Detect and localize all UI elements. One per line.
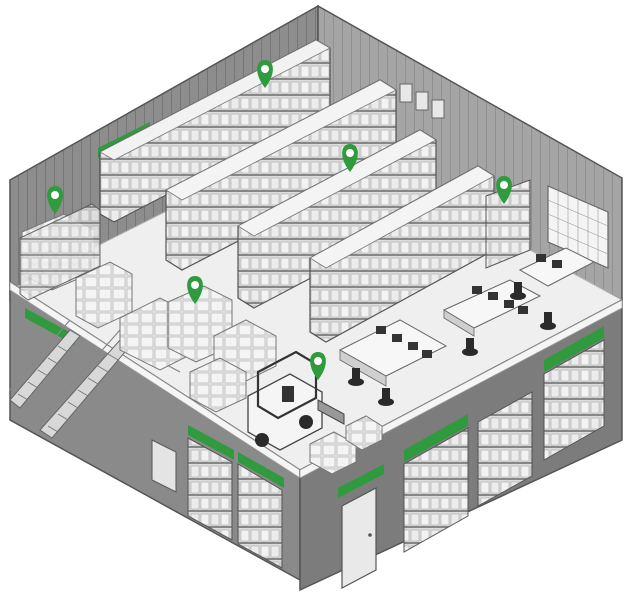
location-pin-icon xyxy=(310,352,326,380)
rack-left-corner xyxy=(19,203,101,301)
green-sign-front-right xyxy=(338,464,384,498)
rack-right-wall xyxy=(485,179,531,269)
staircase xyxy=(9,319,181,439)
office-desks-right xyxy=(442,247,596,356)
green-sign-front-right-2 xyxy=(404,414,468,462)
green-sign-front-right-3 xyxy=(544,326,604,372)
wall-whiteboard xyxy=(547,185,609,269)
rack-row-3 xyxy=(237,129,437,309)
rack-row-4 xyxy=(309,165,495,343)
location-pin-icon xyxy=(187,276,203,304)
pallet-boxes xyxy=(309,415,383,475)
forklift xyxy=(247,350,345,451)
green-sign-front-left xyxy=(25,308,75,345)
location-pin-icon xyxy=(47,186,63,214)
green-sign-front-left-2 xyxy=(188,425,234,460)
location-pin-icon xyxy=(342,144,358,172)
green-sign-front-left-3 xyxy=(238,452,284,488)
wall-frames xyxy=(399,83,445,119)
wall-shelf-front-left xyxy=(187,437,283,569)
door-front-right xyxy=(341,487,377,589)
wall-shelf-front-right xyxy=(403,339,605,553)
door-front-left xyxy=(151,439,177,493)
rack-row-2 xyxy=(165,79,397,271)
location-pin-icon xyxy=(257,60,273,88)
location-pin-icon xyxy=(496,176,512,204)
office-desks-center xyxy=(338,319,448,406)
